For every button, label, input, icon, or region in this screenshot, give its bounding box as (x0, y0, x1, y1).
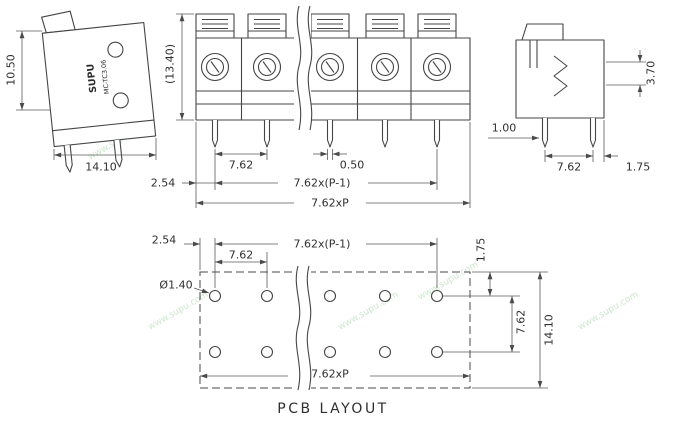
side-view-left: SUPU MC-TC3.06 10.50 14.10 (5, 10, 157, 174)
solder-pin (433, 120, 441, 148)
dim-label: 14.10 (543, 314, 556, 346)
screw-hole (112, 92, 129, 109)
actuator-button (365, 13, 405, 39)
housing-flange-line (52, 119, 155, 132)
model-label: MC-TC3.06 (99, 59, 111, 94)
brand-label: SUPU (85, 63, 99, 93)
dim-label: 7.62x(P-1) (294, 177, 351, 190)
mounting-hole (208, 289, 222, 303)
break-symbol (294, 5, 313, 132)
pcb-outline (199, 271, 471, 389)
dim-side-left-width: 14.10 (53, 138, 157, 174)
solder-pin (381, 120, 389, 148)
solder-pin (589, 118, 597, 148)
actuator-button (247, 13, 287, 39)
dim-front-pitch: 7.62 (214, 149, 268, 190)
mounting-hole (260, 289, 274, 303)
dim-label: 7.62 (229, 249, 254, 262)
terminal-positions (195, 13, 457, 148)
actuator-button (195, 13, 235, 39)
terminal-position (417, 13, 457, 148)
terminal-position (365, 13, 405, 148)
dim-label: 2.54 (151, 177, 176, 190)
solder-pin (63, 144, 73, 173)
mounting-hole (378, 289, 392, 303)
dim-label: 7.62x(P-1) (294, 238, 351, 251)
wire-port-inner (257, 57, 277, 77)
mounting-hole (260, 345, 274, 359)
solder-pin (211, 120, 219, 148)
mounting-hole (378, 345, 392, 359)
dim-right-depth: 3.70 (606, 50, 658, 97)
solder-pin (326, 120, 334, 148)
terminal-position (310, 13, 350, 148)
dim-right-pitch-edge: 7.62 1.75 (544, 120, 651, 174)
wire-port-inner (205, 57, 225, 77)
dim-side-left-height: 10.50 (5, 30, 50, 111)
dim-right-pin-thickness: 1.00 (488, 122, 539, 141)
mounting-hole (208, 345, 222, 359)
dim-label: 7.62xP (311, 368, 349, 381)
dim-label: 3.70 (645, 61, 658, 86)
housing-body (515, 39, 605, 119)
break-symbol (293, 265, 312, 393)
dim-label: 1.75 (475, 238, 488, 263)
spring-clamp (553, 55, 568, 97)
wire-port-inner (375, 57, 395, 77)
latch-lever (521, 23, 564, 41)
dim-label: (13.40) (164, 44, 177, 84)
side-view-right: 3.70 1.00 7.62 1.75 (488, 23, 658, 174)
dim-label: 7.62 (557, 161, 582, 174)
dim-label: 7.62xP (311, 197, 349, 210)
dim-label: Ø1.40 (159, 279, 192, 292)
mounting-hole (323, 289, 337, 303)
dim-label: 7.62 (515, 310, 528, 335)
mounting-hole (323, 345, 337, 359)
solder-pin (263, 120, 271, 148)
dim-label: 0.50 (340, 159, 365, 172)
dim-label: 1.00 (492, 122, 517, 135)
dim-pcb-right: 1.75 7.62 14.10 (443, 238, 556, 389)
housing-body (41, 22, 157, 148)
solder-pin (541, 118, 549, 148)
dim-label: 7.62 (229, 159, 254, 172)
actuator-button (310, 13, 350, 39)
dim-label: 14.10 (85, 161, 117, 174)
dim-front-total: 7.62xP (196, 122, 471, 210)
wire-port-inner (320, 57, 340, 77)
terminal-position (195, 13, 235, 148)
dim-front-pin-width: 0.50 (313, 149, 364, 172)
dim-label: 1.75 (626, 161, 651, 174)
mounting-hole (430, 345, 444, 359)
dim-front-offset-span: 2.54 7.62x(P-1) (151, 122, 438, 208)
wire-port-inner (427, 57, 447, 77)
dim-label: 2.54 (152, 234, 177, 247)
pcb-holes (208, 289, 444, 359)
dim-front-height: (13.40) (164, 13, 194, 121)
dim-pcb-total: 7.62xP (200, 368, 470, 381)
screw-hole (107, 41, 124, 58)
watermark-text: www.supu.com (147, 290, 211, 333)
dim-label: 10.50 (5, 54, 18, 86)
actuator-button (417, 13, 457, 39)
pcb-layout: 2.54 7.62x(P-1) 7.62 Ø1.40 1.75 7.62 14.… (152, 234, 556, 418)
watermark-text: www.supu.com (577, 290, 641, 333)
dim-pcb-hole-diameter: Ø1.40 (159, 279, 210, 294)
front-view: (13.40) 7.62 0.50 2.54 7.62x(P-1) (151, 5, 471, 210)
terminal-position (247, 13, 287, 148)
pcb-layout-caption: PCB LAYOUT (277, 401, 389, 417)
mounting-hole (430, 289, 444, 303)
dim-pcb-top: 2.54 7.62x(P-1) 7.62 (152, 234, 438, 288)
